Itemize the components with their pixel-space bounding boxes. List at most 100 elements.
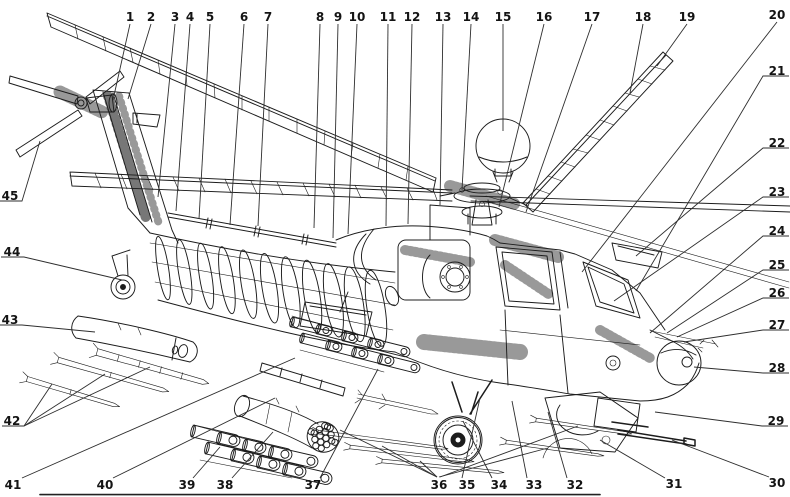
tail-drive-shaft (167, 212, 337, 248)
callout-number-8: 8 (316, 10, 324, 24)
callout-number-16: 16 (536, 10, 553, 24)
leader-line-45 (0, 140, 41, 202)
callout-number-6: 6 (240, 10, 248, 24)
boom-frame (259, 252, 280, 324)
callout-number-18: 18 (635, 10, 652, 24)
leader-line-3 (157, 23, 176, 198)
callout-number-34: 34 (491, 478, 508, 492)
cockpit (495, 242, 666, 394)
leader-line-26 (676, 297, 789, 338)
leader-line-38 (231, 431, 274, 479)
callout-number-11: 11 (380, 10, 397, 24)
leader-line-19 (656, 23, 688, 67)
main-rotor-blade-front (484, 195, 790, 289)
nose-sensor-turret (595, 325, 719, 386)
leader-line-37 (319, 368, 379, 479)
leader-line-24 (649, 235, 789, 334)
leader-line-8 (313, 23, 321, 229)
callout-number-22: 22 (769, 136, 786, 150)
callout-number-45: 45 (2, 189, 19, 203)
leader-line-23 (613, 196, 789, 302)
callout-number-28: 28 (769, 361, 786, 375)
atgm-tube (289, 316, 333, 337)
leader-line-6 (229, 23, 245, 226)
leader-line-18 (629, 23, 644, 94)
callout-number-25: 25 (769, 258, 786, 272)
weapon-rocket-tube (259, 362, 346, 397)
callout-number-10: 10 (349, 10, 366, 24)
cannon-barrel (611, 421, 696, 447)
callout-number-14: 14 (463, 10, 480, 24)
callout-number-33: 33 (526, 478, 543, 492)
leader-line-17 (525, 23, 593, 213)
leader-line-36 (438, 447, 549, 478)
callout-number-19: 19 (679, 10, 696, 24)
atgm-tube (230, 448, 281, 471)
rocket (88, 342, 210, 385)
tail-boom-frames (155, 236, 388, 347)
callout-number-29: 29 (768, 414, 785, 428)
atgm-tube (282, 462, 333, 485)
callout-number-3: 3 (171, 10, 179, 24)
leader-line-28 (693, 366, 789, 374)
weapon-rockets-loose (311, 414, 633, 474)
atgm-tube (325, 339, 369, 360)
landing-gear-tail (110, 249, 136, 300)
main-rotor-blade-upper-right (522, 51, 674, 213)
callout-number-41: 41 (5, 478, 22, 492)
rocket (311, 427, 449, 450)
leader-line-42 (23, 373, 106, 427)
gun-turret (544, 391, 696, 453)
leader-line-21 (635, 75, 789, 292)
stabilizer (132, 112, 161, 128)
weapon-store-tank (71, 315, 198, 363)
callout-number-35: 35 (459, 478, 476, 492)
callout-number-44: 44 (4, 245, 21, 259)
callout-number-13: 13 (435, 10, 452, 24)
main-rotor-blade-left (69, 171, 453, 202)
atgm-tube (204, 441, 255, 464)
leader-line-39 (192, 446, 221, 479)
callout-number-30: 30 (769, 476, 786, 490)
boom-frame (343, 266, 366, 343)
leader-line-14 (461, 23, 472, 191)
rocket (499, 436, 605, 457)
callout-number-23: 23 (769, 185, 786, 199)
rocket (19, 371, 120, 407)
callout-number-36: 36 (431, 478, 448, 492)
callout-number-32: 32 (567, 478, 584, 492)
leader-line-22 (635, 147, 789, 257)
pitot-probes (650, 330, 719, 353)
fuselage-access-port (605, 355, 621, 371)
weapon-atgm-rack-mounted (289, 315, 421, 374)
callout-number-26: 26 (769, 286, 786, 300)
leader-line-41 (21, 357, 296, 479)
callout-number-39: 39 (179, 478, 196, 492)
callout-number-7: 7 (264, 10, 272, 24)
weapon-pylon (299, 291, 373, 337)
boom-frame (197, 242, 215, 310)
main-rotor-head (439, 180, 529, 226)
boom-frame (322, 263, 344, 338)
leader-line-25 (666, 269, 789, 334)
boom-frame (218, 246, 236, 315)
rocket-pod-tube-ends (306, 421, 340, 453)
callout-number-2: 2 (147, 10, 155, 24)
boom-frame (364, 269, 388, 347)
callout-number-42: 42 (4, 414, 21, 428)
sensor-lens (681, 356, 693, 368)
weapon-atgm-rack-exploded (190, 424, 333, 485)
rocket (529, 414, 633, 435)
leader-line-43 (0, 324, 96, 333)
boom-frame (239, 249, 258, 319)
leader-line-16 (498, 23, 545, 208)
callout-number-31: 31 (666, 477, 683, 491)
callout-number-4: 4 (186, 10, 194, 24)
leader-line-11 (385, 23, 389, 227)
callout-number-12: 12 (404, 10, 421, 24)
callout-number-15: 15 (495, 10, 512, 24)
pod-tube-end (317, 444, 325, 452)
leader-line-4 (175, 23, 191, 212)
helicopter-line-art (8, 12, 790, 496)
rocket (343, 442, 475, 463)
